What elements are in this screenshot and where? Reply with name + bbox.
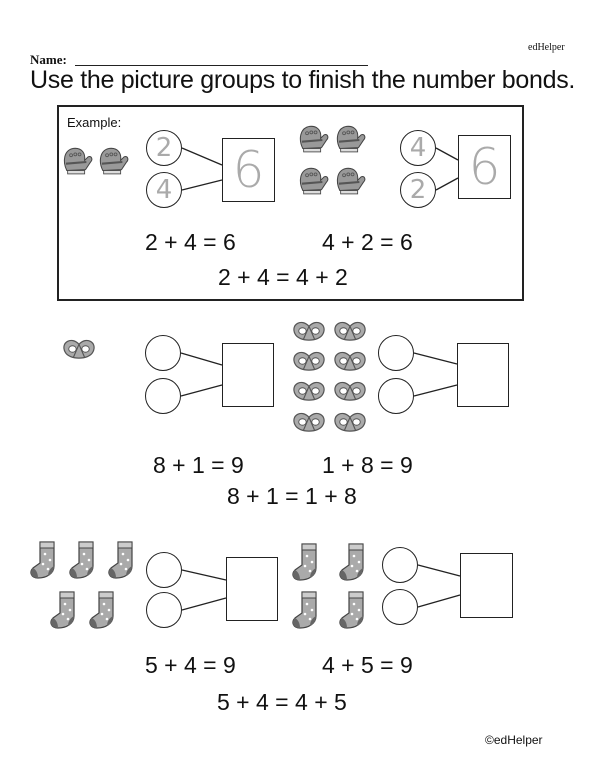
sock-icon <box>290 588 320 630</box>
mitten-icon <box>296 165 330 199</box>
sock-icon <box>87 588 117 630</box>
whole-box-input[interactable] <box>222 343 274 407</box>
pretzel-icon <box>331 377 369 405</box>
example-box <box>57 105 524 301</box>
equation: 1 + 8 = 9 <box>322 452 413 478</box>
part-circle: 2 <box>400 172 436 208</box>
mitten-icon <box>96 145 130 179</box>
sock-icon <box>48 588 78 630</box>
equation: 2 + 4 = 4 + 2 <box>218 264 348 290</box>
pretzel-icon <box>290 408 328 436</box>
pretzel-icon <box>331 317 369 345</box>
equation: 2 + 4 = 6 <box>145 229 236 255</box>
pretzel-icon <box>290 347 328 375</box>
mitten-icon <box>60 145 94 179</box>
part-circle-input[interactable] <box>382 589 418 625</box>
pretzel-icon <box>290 377 328 405</box>
sock-icon <box>28 538 58 580</box>
part-circle-input[interactable] <box>378 378 414 414</box>
part-circle-input[interactable] <box>145 335 181 371</box>
equation: 5 + 4 = 9 <box>145 652 236 678</box>
mitten-icon <box>296 123 330 157</box>
mitten-icon <box>333 123 367 157</box>
pretzel-icon <box>290 317 328 345</box>
sock-icon <box>67 538 97 580</box>
part-circle: 2 <box>146 130 182 166</box>
whole-box: 6 <box>458 135 511 199</box>
sock-icon <box>337 588 367 630</box>
part-circle-input[interactable] <box>378 335 414 371</box>
whole-box-input[interactable] <box>457 343 509 407</box>
equation: 4 + 2 = 6 <box>322 229 413 255</box>
name-label: Name: <box>30 52 67 67</box>
name-line[interactable] <box>75 65 368 66</box>
pretzel-icon <box>331 347 369 375</box>
sock-icon <box>290 540 320 582</box>
equation: 5 + 4 = 4 + 5 <box>217 689 347 715</box>
sock-icon <box>106 538 136 580</box>
whole-box-input[interactable] <box>226 557 278 621</box>
part-circle: 4 <box>146 172 182 208</box>
copyright: ©edHelper <box>485 733 543 747</box>
mitten-icon <box>333 165 367 199</box>
whole-box: 6 <box>222 138 275 202</box>
part-circle-input[interactable] <box>146 552 182 588</box>
equation: 4 + 5 = 9 <box>322 652 413 678</box>
equation: 8 + 1 = 1 + 8 <box>227 483 357 509</box>
page-title: Use the picture groups to finish the num… <box>30 66 576 94</box>
pretzel-icon <box>331 408 369 436</box>
brand-label: edHelper <box>528 42 565 53</box>
part-circle-input[interactable] <box>146 592 182 628</box>
sock-icon <box>337 540 367 582</box>
example-label: Example: <box>67 115 122 130</box>
equation: 8 + 1 = 9 <box>153 452 244 478</box>
part-circle-input[interactable] <box>145 378 181 414</box>
part-circle: 4 <box>400 130 436 166</box>
pretzel-icon <box>60 335 98 363</box>
part-circle-input[interactable] <box>382 547 418 583</box>
whole-box-input[interactable] <box>460 553 513 618</box>
